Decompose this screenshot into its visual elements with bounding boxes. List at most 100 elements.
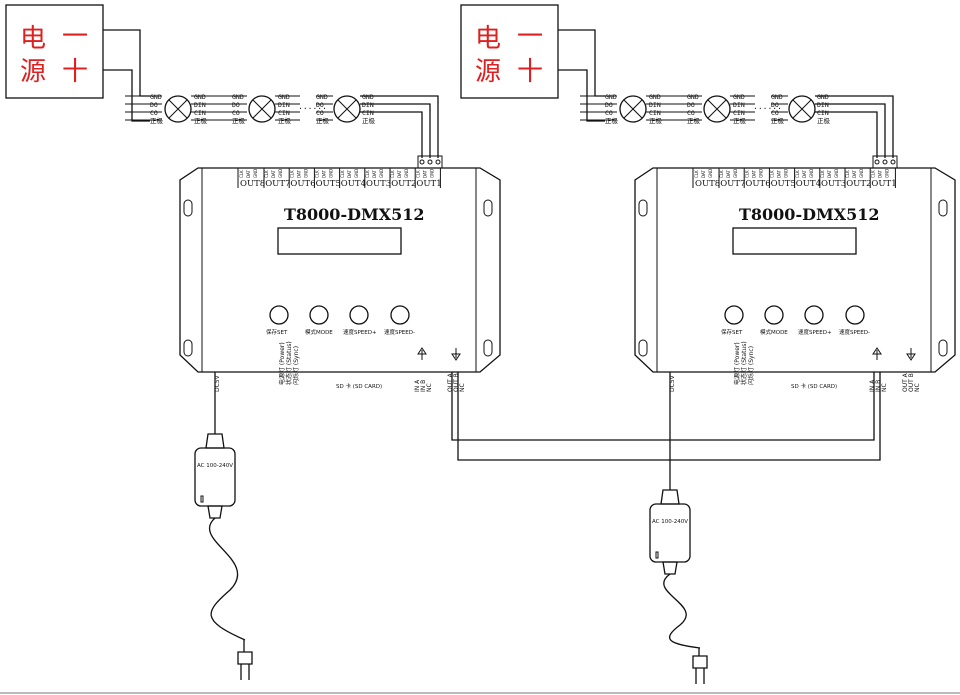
in-b-label: IN B: [420, 380, 427, 392]
pixel-pin-gnd: GND: [817, 93, 829, 101]
pixel-pin-gnd: GND: [649, 93, 661, 101]
output-label: OUT5: [771, 179, 796, 189]
out1-connector: [417, 155, 443, 169]
output-label: OUT4: [796, 179, 821, 189]
pixel-pin-gnd: GND: [771, 93, 783, 101]
pin-label: CLK: [264, 170, 269, 178]
pixel-pin-gnd: GND: [605, 93, 617, 101]
speed-down-label: 速度SPEED-: [384, 328, 415, 336]
status-led-label: 状态灯 (Status): [740, 341, 748, 385]
pixel-pin-do: DO: [316, 101, 324, 109]
output-label: OUT4: [341, 179, 366, 189]
pin-label: CLK: [770, 170, 775, 178]
out-b-label: OUT B: [453, 373, 460, 392]
output-label: OUT7: [720, 179, 745, 189]
pixel-pin-cin: CIN: [194, 109, 206, 117]
sync-led-label: 闪烁灯 (Sync): [747, 346, 755, 385]
pixel-pin-din: DIN: [649, 101, 661, 109]
arrow-up-icon: [417, 347, 427, 360]
sd-card-label: SD 卡 (SD CARD): [791, 382, 837, 390]
mode-button[interactable]: [764, 305, 784, 325]
pixel-pin-gnd: GND: [316, 93, 328, 101]
set-button[interactable]: [269, 305, 289, 325]
output-label: OUT6: [745, 179, 770, 189]
output-label: OUT3: [366, 179, 391, 189]
pin-label: DAT: [296, 170, 301, 178]
pin-label: DAT: [372, 170, 377, 178]
output-label: OUT3: [821, 179, 846, 189]
pin-label: GND: [733, 169, 738, 178]
pin-label: DAT: [422, 170, 427, 178]
speed-down-button[interactable]: [845, 305, 865, 325]
pin-label: GND: [859, 169, 864, 178]
pin-label: GND: [253, 169, 258, 178]
output-label: OUT2: [846, 179, 871, 189]
pixel-pin-vcc: 正极: [362, 116, 376, 125]
pin-label: CLK: [340, 170, 345, 178]
mount-hole-icon: [638, 199, 648, 217]
pin-label: DAT: [802, 170, 807, 178]
pin-label: CLK: [820, 170, 825, 178]
power-led-label: 电源灯 (Power): [733, 342, 741, 385]
mode-button[interactable]: [309, 305, 329, 325]
pixel-led-icon: [788, 95, 816, 123]
output-label: OUT8: [240, 179, 265, 189]
pixel-pin-cin: CIN: [362, 109, 374, 117]
pin-label: DAT: [751, 170, 756, 178]
pin-label: DAT: [827, 170, 832, 178]
pixel-pin-gnd: GND: [733, 93, 745, 101]
set-button[interactable]: [724, 305, 744, 325]
pin-label: CLK: [289, 170, 294, 178]
speed-up-button[interactable]: [349, 305, 369, 325]
out1-connector: [872, 155, 898, 169]
pixel-pin-gnd: GND: [687, 93, 699, 101]
pin-label: GND: [784, 169, 789, 178]
pixel-pin-co: CO: [316, 109, 324, 117]
power-char-2: 源: [475, 57, 501, 87]
pin-label: GND: [884, 169, 889, 178]
pixel-pin-din: DIN: [362, 101, 374, 109]
in-a-label: IN A: [414, 379, 421, 392]
pin-label: GND: [809, 169, 814, 178]
power-char-1: 电: [20, 24, 46, 54]
in-a-label: IN A: [869, 379, 876, 392]
pixel-pin-co: CO: [605, 109, 613, 117]
output-label: OUT1: [871, 179, 896, 189]
pin-label: DAT: [397, 170, 402, 178]
output-label: OUT8: [695, 179, 720, 189]
mount-hole-icon: [938, 339, 948, 357]
power-char-1: 电: [475, 24, 501, 54]
mount-hole-icon: [183, 339, 193, 357]
pixel-pin-gnd: GND: [150, 93, 162, 101]
in-nc-label: NC: [426, 383, 433, 392]
minus-terminal-label: 一: [62, 22, 88, 52]
pixel-pin-do: DO: [687, 101, 695, 109]
pixel-led-icon: [619, 95, 647, 123]
pin-label: GND: [329, 169, 334, 178]
pixel-pin-vcc: 正极: [817, 116, 831, 125]
speed-up-label: 速度SPEED+: [798, 328, 832, 336]
pin-label: CLK: [365, 170, 370, 178]
minus-terminal-label: 一: [517, 22, 543, 52]
pixel-pin-co: CO: [150, 109, 158, 117]
pin-label: GND: [758, 169, 763, 178]
speed-up-button[interactable]: [804, 305, 824, 325]
pixel-pin-cin: CIN: [733, 109, 745, 117]
pin-label: DAT: [777, 170, 782, 178]
pin-label: CLK: [390, 170, 395, 178]
pin-label: GND: [354, 169, 359, 178]
out-nc-label: NC: [459, 383, 466, 392]
pin-label: GND: [708, 169, 713, 178]
output-label: OUT7: [265, 179, 290, 189]
set-button-label: 保存SET: [266, 328, 288, 336]
speed-down-button[interactable]: [390, 305, 410, 325]
mount-hole-icon: [483, 339, 493, 357]
pin-label: GND: [834, 169, 839, 178]
pin-label: CLK: [870, 170, 875, 178]
plug-icon-right: [692, 648, 708, 684]
sd-card-label: SD 卡 (SD CARD): [336, 382, 382, 390]
controller-title: T8000-DMX512: [284, 205, 424, 224]
pin-label: CLK: [415, 170, 420, 178]
